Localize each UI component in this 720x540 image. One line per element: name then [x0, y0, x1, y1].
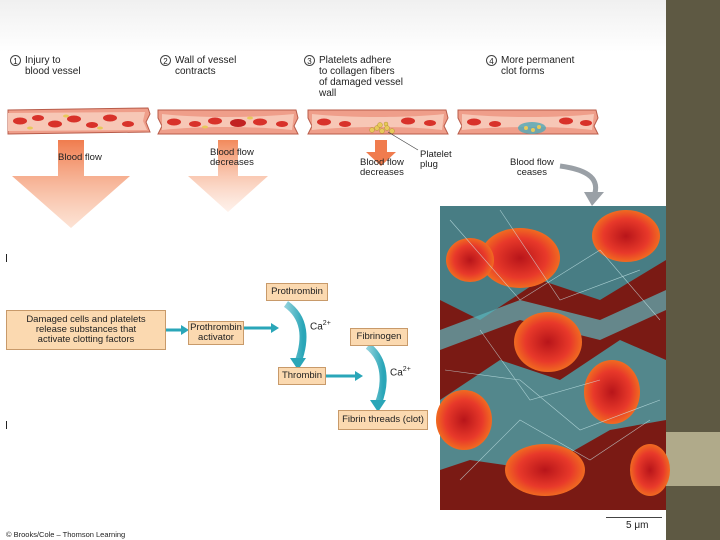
platelet-plug-label: Platelet plug [420, 149, 452, 170]
micrograph-image [436, 206, 670, 510]
fibrin-threads-box: Fibrin threads (clot) [338, 410, 428, 430]
blood-flow-arrow-2 [188, 140, 268, 212]
prothrombin-activator-box: Prothrombin activator [188, 321, 244, 345]
step-number: 4 [486, 55, 497, 66]
calcium-charge: 2+ [402, 366, 411, 373]
calcium-label-1: Ca2+ [310, 320, 331, 332]
calcium-symbol: Ca [310, 321, 323, 333]
blood-flow-decreases-label-3: Blood flow decreases [360, 157, 404, 178]
copyright-credit: © Brooks/Cole – Thomson Learning [6, 530, 126, 539]
blood-flow-label: Blood flow [58, 152, 102, 163]
scale-bar-label: 5 μm [626, 520, 649, 531]
step-text: Wall of vessel contracts [175, 55, 237, 77]
blood-flow-arrow-1 [12, 140, 130, 228]
left-tick-mark [6, 254, 7, 262]
vessel-3-platelets [307, 109, 449, 135]
step-text: More permanent clot forms [501, 55, 575, 77]
calcium-charge: 2+ [322, 320, 331, 327]
step-text: Injury to blood vessel [25, 55, 81, 77]
left-tick-mark [6, 421, 7, 429]
slide-side-accent [666, 432, 720, 486]
step-text: Platelets adhere to collagen fibers of d… [319, 55, 403, 99]
fibrinogen-box: Fibrinogen [350, 328, 408, 346]
vessel-2-contracts [157, 109, 299, 135]
calcium-label-2: Ca2+ [390, 366, 411, 378]
blood-flow-ceases-arrow [559, 163, 598, 197]
step-number: 3 [304, 55, 315, 66]
thrombin-box: Thrombin [278, 367, 326, 385]
step-number: 1 [10, 55, 21, 66]
damaged-cells-box: Damaged cells and platelets release subs… [6, 310, 166, 350]
blood-flow-arrow-3 [366, 140, 396, 166]
calcium-symbol: Ca [390, 367, 403, 379]
cascade-arrows [166, 301, 387, 412]
scale-bar-line [606, 517, 662, 518]
vessel-1-injury [7, 107, 151, 135]
prothrombin-box: Prothrombin [266, 283, 328, 301]
blood-flow-ceases-label: Blood flow ceases [510, 157, 554, 178]
step-number: 2 [160, 55, 171, 66]
platelet-plug-pointer [387, 131, 419, 151]
top-gradient [0, 0, 666, 52]
blood-flow-decreases-label-2: Blood flow decreases [210, 147, 254, 168]
ceases-arrowhead [584, 192, 604, 206]
vessel-4-clot [457, 109, 599, 135]
